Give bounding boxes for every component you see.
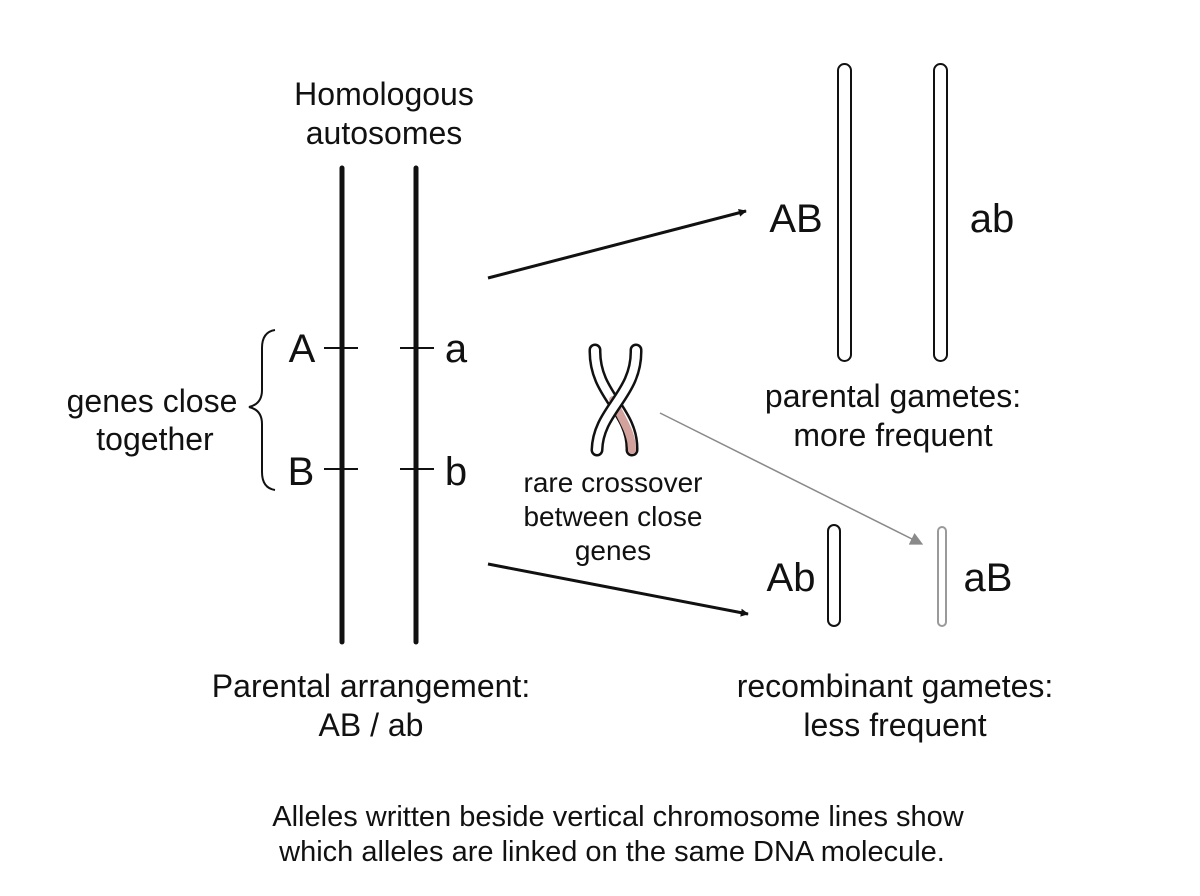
recombinant-gametes-label-line1: recombinant gametes:: [737, 668, 1054, 704]
gamete-Ab-label: Ab: [767, 556, 816, 600]
parental-gametes-label-line1: parental gametes:: [765, 378, 1021, 414]
homologous-label-line1: Homologous: [294, 76, 474, 112]
parental-arrangement-label-line1: Parental arrangement:: [212, 668, 530, 704]
crossover-label-line1: rare crossover: [524, 467, 703, 498]
homologous-label-line2: autosomes: [306, 115, 463, 151]
crossover-label-line2: between close: [523, 501, 702, 532]
arrow-to-recombinant-gametes: [487, 562, 749, 617]
recombinant-gamete-aB-chromosome: [937, 526, 947, 627]
allele-A-label: A: [289, 327, 316, 371]
parental-gamete-ab-chromosome: [933, 63, 948, 362]
allele-a-label: a: [445, 327, 468, 371]
recombinant-gamete-Ab-chromosome: [827, 524, 841, 627]
allele-b-label: b: [445, 450, 467, 494]
gamete-AB-label: AB: [769, 197, 822, 241]
parental-arrangement-label-line2: AB / ab: [319, 707, 424, 743]
caption-line1: Alleles written beside vertical chromoso…: [272, 801, 965, 833]
crossover-to-recombinant-arrow: [659, 412, 924, 545]
parental-gamete-AB-chromosome: [837, 63, 852, 362]
recombinant-gametes-label-line2: less frequent: [803, 707, 986, 743]
parental-gametes-label-line2: more frequent: [793, 417, 992, 453]
crossover-chromosome-icon: [588, 343, 643, 457]
arrow-to-parental-gametes: [487, 208, 747, 280]
crossover-label-line3: genes: [575, 535, 651, 566]
genes-close-brace: [248, 329, 276, 491]
genes-close-label-line2: together: [96, 421, 214, 457]
gamete-aB-label: aB: [964, 556, 1013, 600]
gamete-ab-label: ab: [970, 197, 1015, 241]
genes-close-label-line1: genes close: [67, 383, 238, 419]
caption-line2: which alleles are linked on the same DNA…: [278, 836, 945, 868]
allele-B-label: B: [288, 450, 315, 494]
